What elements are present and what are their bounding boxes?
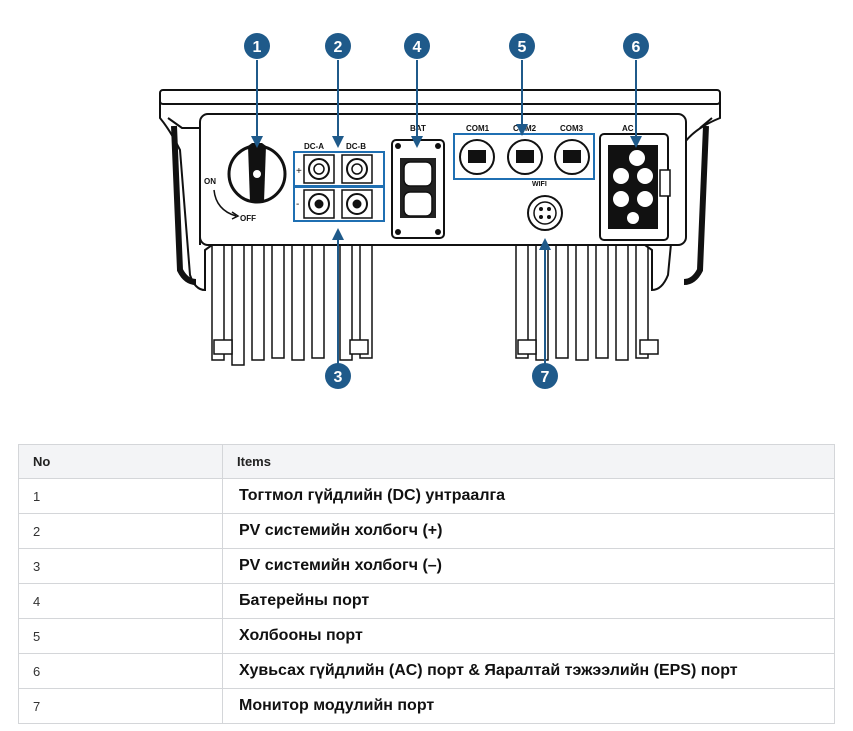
table-row: 5 Холбооны порт bbox=[18, 618, 835, 654]
table-row: 6 Хувьсах гүйдлийн (AC) порт & Яаралтай … bbox=[18, 653, 835, 689]
table-row: 1 Тогтмол гүйдлийн (DC) унтраалга bbox=[18, 478, 835, 514]
com3-label: COM3 bbox=[560, 124, 584, 133]
row-item: Батерейны порт bbox=[222, 583, 835, 619]
callout-5-number: 5 bbox=[518, 39, 527, 56]
minus-label: - bbox=[296, 199, 299, 210]
row-number: 1 bbox=[18, 478, 223, 514]
switch-off-label: OFF bbox=[240, 214, 256, 223]
com-ports-highlight bbox=[453, 133, 595, 180]
callout-6-number: 6 bbox=[632, 39, 641, 56]
row-number: 7 bbox=[18, 688, 223, 724]
plus-label: + bbox=[296, 166, 302, 177]
table-row: 7 Монитор модулийн порт bbox=[18, 688, 835, 724]
switch-on-label: ON bbox=[204, 177, 216, 186]
callout-6: 6 bbox=[623, 33, 649, 59]
row-number: 4 bbox=[18, 583, 223, 619]
callout-7: 7 bbox=[532, 363, 558, 389]
callout-1-number: 1 bbox=[253, 39, 262, 56]
inverter-diagram: ON OFF DC-A DC-B + - BAT COM1 COM2 COM3 bbox=[159, 33, 721, 389]
table-row: 2 PV системийн холбогч (+) bbox=[18, 513, 835, 549]
items-table: No Items 1 Тогтмол гүйдлийн (DC) унтраал… bbox=[18, 444, 835, 724]
leader-arrowheads bbox=[251, 124, 642, 250]
row-item: PV системийн холбогч (+) bbox=[222, 513, 835, 549]
callout-5: 5 bbox=[509, 33, 535, 59]
row-item: Тогтмол гүйдлийн (DC) унтраалга bbox=[222, 478, 835, 514]
callout-3-number: 3 bbox=[334, 369, 343, 386]
row-item: Холбооны порт bbox=[222, 618, 835, 654]
row-item: Хувьсах гүйдлийн (AC) порт & Яаралтай тэ… bbox=[222, 653, 835, 689]
table-row: 4 Батерейны порт bbox=[18, 583, 835, 619]
header-items: Items bbox=[222, 444, 835, 479]
row-number: 2 bbox=[18, 513, 223, 549]
callout-2-number: 2 bbox=[334, 39, 343, 56]
callout-2: 2 bbox=[325, 33, 351, 59]
header-no: No bbox=[18, 444, 223, 479]
callout-7-number: 7 bbox=[541, 369, 550, 386]
row-item: PV системийн холбогч (–) bbox=[222, 548, 835, 584]
row-item: Монитор модулийн порт bbox=[222, 688, 835, 724]
callout-1: 1 bbox=[244, 33, 270, 59]
monitor-port bbox=[527, 195, 563, 231]
ac-label: AC bbox=[622, 124, 634, 133]
table-body: 1 Тогтмол гүйдлийн (DC) унтраалга 2 PV с… bbox=[18, 478, 835, 724]
ac-port: AC bbox=[599, 124, 671, 241]
dc-a-label: DC-A bbox=[304, 142, 324, 151]
callout-4: 4 bbox=[404, 33, 430, 59]
heat-sink-fins bbox=[211, 239, 649, 366]
table-header-row: No Items bbox=[18, 444, 835, 479]
wifi-label: WIFI bbox=[532, 181, 547, 188]
table-row: 3 PV системийн холбогч (–) bbox=[18, 548, 835, 584]
row-number: 5 bbox=[18, 618, 223, 654]
leader-lines bbox=[256, 60, 637, 365]
dc-switch: ON OFF bbox=[204, 143, 287, 223]
pv-minus-highlight bbox=[293, 186, 385, 222]
battery-port: BAT bbox=[391, 124, 445, 239]
com1-label: COM1 bbox=[466, 124, 490, 133]
callout-4-number: 4 bbox=[413, 39, 422, 56]
pv-connectors: DC-A DC-B + - bbox=[296, 142, 373, 219]
row-number: 3 bbox=[18, 548, 223, 584]
mounting-feet bbox=[213, 339, 659, 355]
callout-3: 3 bbox=[325, 363, 351, 389]
row-number: 6 bbox=[18, 653, 223, 689]
dc-b-label: DC-B bbox=[346, 142, 366, 151]
table-header: No Items bbox=[18, 444, 835, 479]
